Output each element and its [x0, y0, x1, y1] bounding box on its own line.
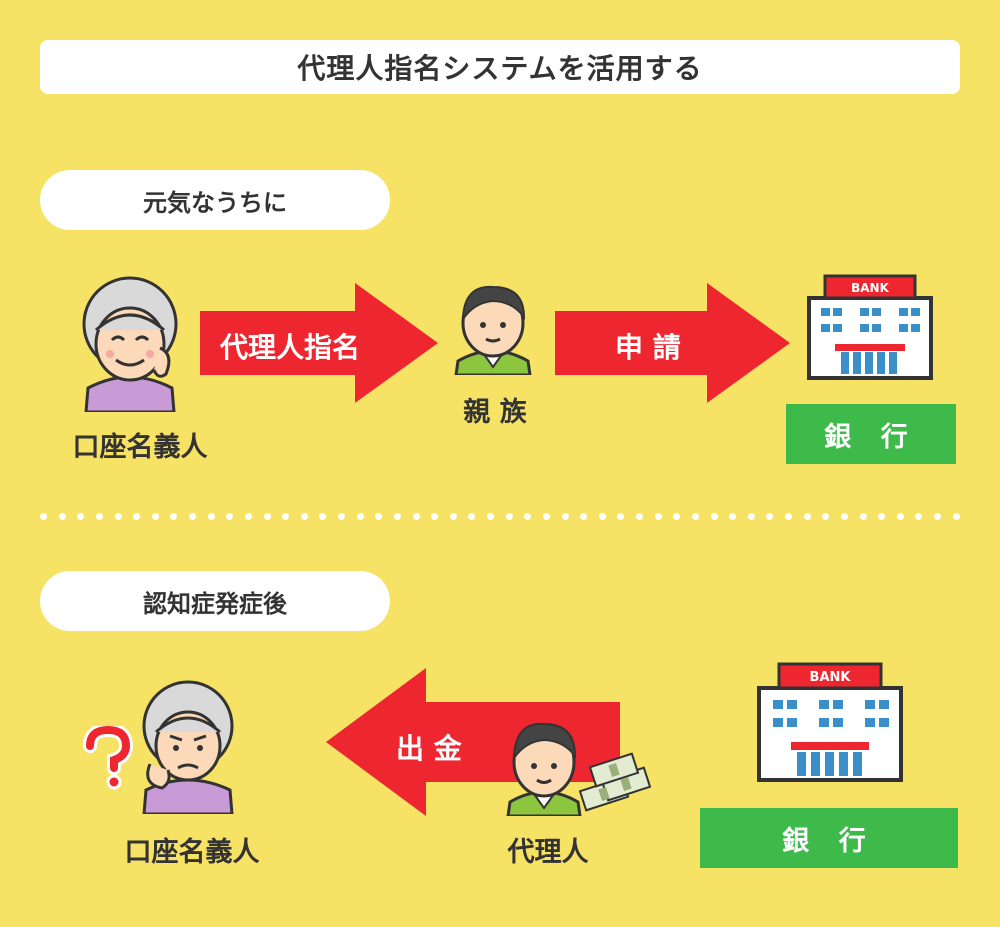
relative-man-icon — [454, 285, 532, 375]
page-title: 代理人指名システムを活用する — [40, 40, 960, 94]
account-holder-label-2: 口座名義人 — [124, 837, 260, 868]
arrow-withdraw-label: 出 金 — [396, 732, 462, 765]
section-divider — [40, 513, 960, 521]
bank-sign-2: BANK — [810, 670, 852, 685]
bank-sign-1: BANK — [851, 281, 889, 295]
relative-label: 親 族 — [463, 397, 527, 428]
arrow-apply — [555, 283, 790, 403]
cash-bundle-icon — [578, 752, 652, 812]
arrow-apply-label: 申 請 — [615, 331, 681, 364]
bank-label-1: 銀 行 — [786, 404, 956, 464]
section-heading-after: 認知症発症後 — [40, 571, 390, 631]
elderly-woman-smiling-icon — [82, 276, 178, 412]
section-heading-before: 元気なうちに — [40, 170, 390, 230]
elderly-woman-confused-icon — [142, 680, 234, 814]
arrow-appoint-agent — [200, 283, 438, 403]
bank-label-2: 銀 行 — [700, 808, 958, 868]
arrow-appoint-agent-label: 代理人指名 — [220, 331, 361, 364]
bank-building-icon: BANK — [807, 274, 933, 380]
agent-man-icon — [506, 722, 582, 816]
bank-building-icon-2: BANK — [757, 662, 903, 782]
question-mark-icon — [83, 726, 134, 790]
agent-label: 代理人 — [507, 837, 589, 868]
account-holder-label-1: 口座名義人 — [72, 432, 208, 463]
